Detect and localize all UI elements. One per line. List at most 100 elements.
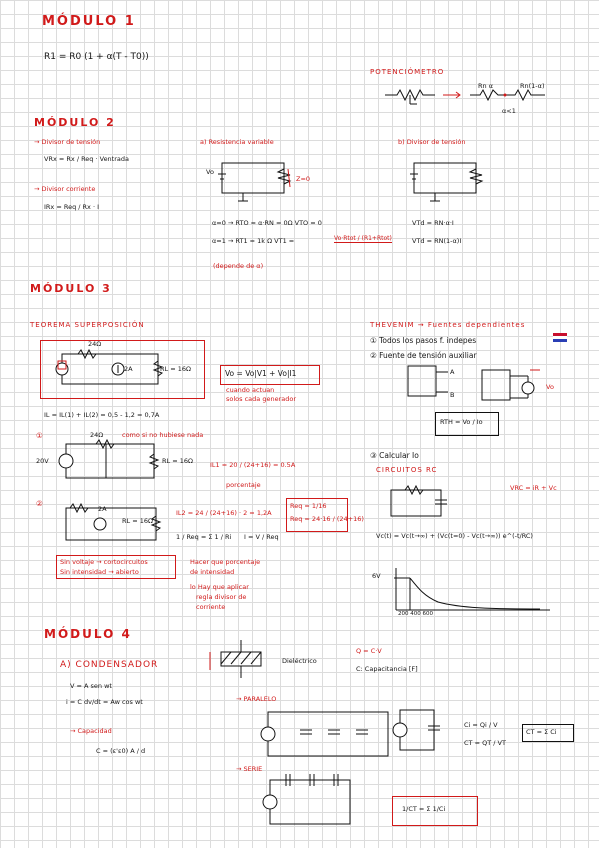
vo-aux-label: Vo xyxy=(546,383,554,391)
req-box xyxy=(286,498,348,532)
thevenim-step-2: ② Fuente de tensión auxiliar xyxy=(370,351,477,360)
rc-circuit xyxy=(390,484,447,517)
superposicion-title: TEOREMA SUPERPOSICIÓN xyxy=(30,321,145,329)
series-formula-box xyxy=(392,796,478,826)
vrx-formula: VRx = Rx / Req · Ventrada xyxy=(44,155,129,163)
capacidad-label: → Capacidad xyxy=(70,727,112,735)
graph-6v-label: 6V xyxy=(372,572,381,580)
current-derivative-equation: i = C dv/dt = Aw cos wt xyxy=(66,698,143,706)
divisor-corriente-label: → Divisor corriente xyxy=(34,185,96,193)
potentiometer-label: POTENCIÓMETRO xyxy=(370,68,445,76)
thevenim-step-3: ③ Calcular Io xyxy=(370,451,419,460)
series-capacitor-circuit xyxy=(262,774,351,825)
modulo-1-title: MÓDULO 1 xyxy=(42,14,136,29)
terminal-b-label: B xyxy=(450,391,455,399)
sin-voltaje-rule: Sin voltaje → cortocircuitos xyxy=(60,558,148,566)
req-box-line-2: Req = 24·16 / (24+16) xyxy=(290,515,364,523)
dielectric-label: Dieléctrico xyxy=(282,657,317,665)
solos-generador-note: solos cada generador xyxy=(226,395,297,403)
pot-left-label: Rn α xyxy=(478,82,493,90)
case-2-circuit xyxy=(65,502,162,541)
capacitance-equation: C = (ε'ε0) A / d xyxy=(96,747,146,755)
de-intensidad-note: de intensidad xyxy=(190,568,235,576)
vo-superposition-formula: Vo = Vo|V1 + Vo|I1 xyxy=(225,369,297,378)
superposition-circuit xyxy=(55,348,164,385)
thevenin-diagrams xyxy=(407,365,540,401)
ci-equation: Ci = Qi / V xyxy=(464,721,498,729)
porcentaje-note: porcentaje xyxy=(226,481,261,489)
ct-sum-equation: CT = Σ Ci xyxy=(526,728,557,736)
vtd-alpha-formula: VTd = RN·α·I xyxy=(412,219,454,227)
il1-formula: IL1 = 20 / (24+16) = 0.5A xyxy=(210,461,296,469)
vo-label: Vo xyxy=(206,168,214,176)
req-box-line-1: Req = 1/16 xyxy=(290,502,327,510)
rl-label-2: RL = 16Ω xyxy=(162,457,193,465)
il2-formula: IL2 = 24 / (24+16) · 2 = 1,2A xyxy=(176,509,272,517)
parallel-capacitor-circuit xyxy=(260,711,389,757)
thevenim-title: THEVENIM → Fuentes dependientes xyxy=(370,321,526,329)
vtd-one-minus-alpha-formula: VTd = RN(1-α)I xyxy=(412,237,462,245)
il-sum-formula: IL = IL(1) + IL(2) = 0,5 - 1,2 = 0,7A xyxy=(44,411,160,419)
case-2-marker: ② xyxy=(36,499,43,508)
vo-formula-frame xyxy=(220,365,320,385)
dielectric-capacitor-diagram xyxy=(209,640,262,678)
superposition-circuit-frame xyxy=(40,340,205,399)
resistor-24-label: 24Ω xyxy=(88,340,102,348)
voltage-sine-equation: V = A sen wt xyxy=(70,682,112,690)
modulo-2-title: MÓDULO 2 xyxy=(34,116,116,129)
capacitance-unit-label: C: Capacitancia [F] xyxy=(356,665,418,673)
divisor-tension-b-label: b) Divisor de tensión xyxy=(398,138,466,146)
depende-alpha-note: (depende de α) xyxy=(213,262,264,270)
hacer-porcentaje-note: Hacer que porcentaje xyxy=(190,558,261,566)
serie-label: → SERIE xyxy=(236,765,263,773)
rth-formula: RTH = Vo / Io xyxy=(440,418,483,426)
condensador-title: A) CONDENSADOR xyxy=(60,660,159,670)
thevenim-step-1: ① Todos los pasos f. indepes xyxy=(370,336,477,345)
current-ohm-formula: I = V / Req xyxy=(244,533,279,541)
potentiometer-diagram xyxy=(385,88,545,105)
vrc-formula: VRC = iR + Vc xyxy=(510,484,557,492)
variable-resistor-circuit xyxy=(218,162,292,202)
sin-voltaje-box xyxy=(56,555,176,579)
alpha-zero-line: α=0 → RTO = α·RN = 0Ω VTO = 0 xyxy=(212,219,322,227)
terminal-a-label: A xyxy=(450,368,455,376)
modulo-4-title: MÓDULO 4 xyxy=(44,627,132,641)
z-label: Z=0 xyxy=(296,175,311,183)
ct-equation: CT = QT / VT xyxy=(464,739,506,747)
resistor-24-label-2: 24Ω xyxy=(90,431,104,439)
series-capacitance-formula: 1/CT = Σ 1/Ci xyxy=(402,805,446,813)
divisor-tension-label: → Divisor de tensión xyxy=(34,138,101,146)
pot-right-label: Rn(1-α) xyxy=(520,82,545,90)
cuando-actuan-note: cuando actuan xyxy=(226,386,275,394)
case-1-circuit xyxy=(58,438,160,479)
regla-divisor-note: regla divisor de xyxy=(196,593,247,601)
resistencia-variable-label: a) Resistencia variable xyxy=(200,138,274,146)
rc-voltage-formula: Vc(t) = Vc(t→∞) + (Vc(t=0) - Vc(t→∞)) e^… xyxy=(376,532,533,540)
source-2a-label-2: 2A xyxy=(98,505,107,513)
rl-label: RL = 16Ω xyxy=(160,365,191,373)
req-sum-formula: 1 / Req = Σ 1 / Ri xyxy=(176,533,232,541)
graph-tick-labels: 200 400 600 xyxy=(398,611,433,617)
charge-equation: Q = C·V xyxy=(356,647,382,655)
hay-aplicar-note: lo Hay que aplicar xyxy=(190,583,249,591)
irx-formula: IRx = Req / Rx · I xyxy=(44,203,100,211)
flag-icon xyxy=(553,333,567,342)
alpha-one-line: α=1 → RT1 = 1k Ω VT1 = xyxy=(212,237,295,245)
rl-label-3: RL = 16Ω xyxy=(122,517,153,525)
source-2a-label: 2A xyxy=(124,365,133,373)
sin-intensidad-rule: Sin intensidad → abierto xyxy=(60,568,139,576)
circuitos-rc-title: CIRCUITOS RC xyxy=(376,466,438,474)
modulo-3-title: MÓDULO 3 xyxy=(30,282,112,295)
ct-sum-box xyxy=(522,724,574,742)
corriente-note: corriente xyxy=(196,603,226,611)
source-20v-label: 20V xyxy=(36,457,49,465)
case-1-marker: ① xyxy=(36,431,43,440)
paralelo-label: → PARALELO xyxy=(236,695,277,703)
voltage-divider-circuit xyxy=(410,162,484,202)
resistance-temp-formula: R1 = R0 (1 + α(T - T0)) xyxy=(44,52,149,62)
rc-response-graph xyxy=(394,568,550,611)
equivalent-capacitor-circuit xyxy=(392,709,440,751)
pot-alpha-note: α<1 xyxy=(502,107,516,115)
vt1-formula: Vo·Rtot / (R1+Rtot) xyxy=(334,235,392,243)
rth-box xyxy=(435,412,499,436)
